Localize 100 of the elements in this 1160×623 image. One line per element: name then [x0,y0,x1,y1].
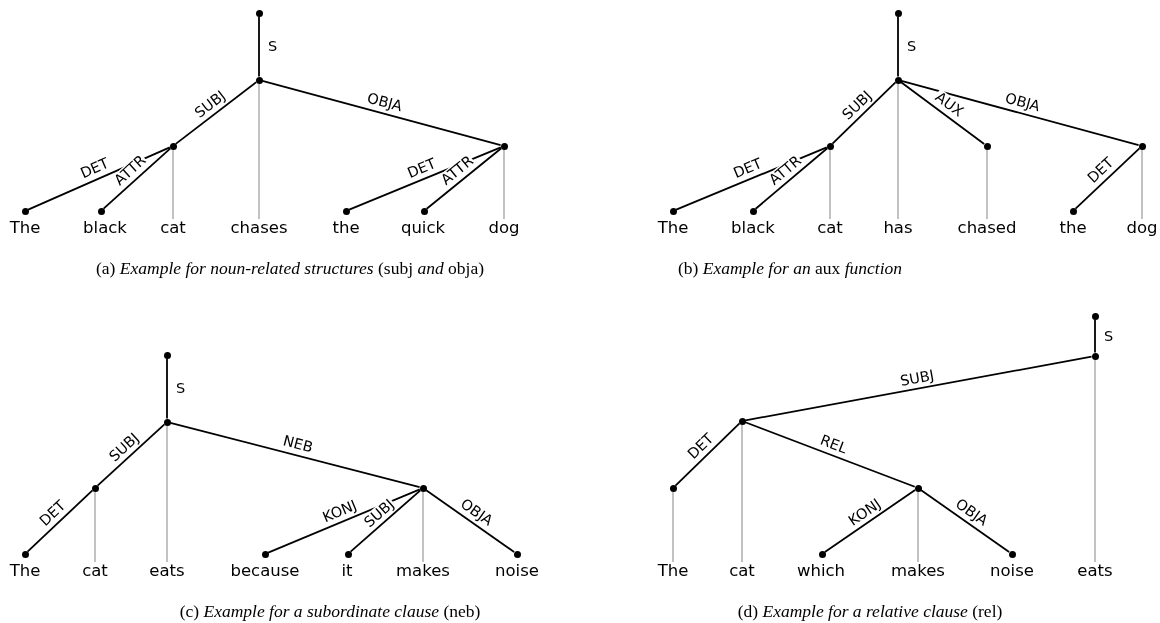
node-dot [255,76,263,84]
word-label: chased [957,219,1017,238]
node-dot [983,142,991,150]
dependency-edge [674,422,741,487]
word-label: chases [230,219,288,238]
figure-caption: (d) Example for a relative clause (rel) [737,601,1003,622]
word-label: noise [990,562,1034,581]
projection-line [503,148,505,220]
dependency-edge [900,80,1140,146]
word-label: The [657,219,689,238]
word-label: cat [729,562,755,581]
dependency-edge [897,15,899,78]
dependency-edge [169,421,421,489]
projection-line [1141,148,1143,220]
edge-label: S [267,39,279,54]
node-dot [419,484,427,492]
node-dot [169,142,177,150]
word-label: The [9,562,41,581]
node-dot [818,550,826,558]
word-label: which [796,562,846,581]
dependency-edge [919,489,1011,553]
node-dot [1069,207,1077,215]
node-dot [342,207,350,215]
word-label: the [332,219,360,238]
node-dot [669,207,677,215]
word-label: black [83,219,127,238]
projection-line [741,423,743,563]
dependency-edge [258,15,260,78]
node-dot [894,76,902,84]
dependency-edge [261,80,502,146]
word-label: dog [1126,219,1158,238]
word-label: eats [149,562,185,581]
dependency-edge [424,489,516,553]
dependency-edge [744,355,1093,422]
projection-line [986,148,988,220]
word-label: it [341,562,353,581]
projection-line [94,490,96,563]
figure-caption: (b) Example for an aux function [677,258,903,279]
node-dot [91,484,99,492]
dependency-edge [349,489,422,553]
dependency-edge [26,489,94,553]
word-label: The [657,562,689,581]
dependency-edge [899,81,986,145]
word-label: eats [1077,562,1113,581]
word-label: cat [160,219,186,238]
edge-label: S [1103,328,1115,343]
edge-label: S [906,39,918,54]
node-dot [1138,142,1146,150]
projection-line [829,148,831,220]
word-label: dog [488,219,520,238]
node-dot [344,550,352,558]
projection-line [422,490,424,563]
projection-line [258,82,260,220]
dependency-edge [425,147,503,210]
figure-caption: (c) Example for a subordinate clause (neb) [179,601,481,622]
word-label: noise [495,562,539,581]
dependency-edge [174,81,258,145]
word-label: makes [396,562,450,581]
dependency-edge [1094,318,1096,354]
node-dot [21,207,29,215]
node-dot [1091,352,1099,360]
word-label: black [731,219,775,238]
edge-label: S [175,381,187,396]
node-dot [738,417,746,425]
node-dot [500,142,508,150]
dependency-edge [96,423,166,487]
word-label: the [1059,219,1087,238]
dependency-edge [754,147,829,210]
node-dot [914,484,922,492]
dependency-edge [102,147,172,210]
word-label: makes [891,562,945,581]
edge-label: AUX [931,88,967,120]
figure-caption: (a) Example for noun-related structures (subj and obja) [96,258,484,279]
dependency-edge [744,421,916,488]
node-dot [1091,312,1099,320]
word-label: because [230,562,300,581]
projection-line [172,148,174,220]
word-label: The [9,219,41,238]
word-label: has [883,219,913,238]
dependency-edge [1074,147,1141,210]
node-dot [513,550,521,558]
node-dot [261,550,269,558]
node-dot [255,9,263,17]
node-dot [420,207,428,215]
node-dot [669,484,677,492]
projection-line [917,490,919,563]
edge-label: SUBJ [897,367,936,389]
node-dot [21,550,29,558]
word-label: cat [82,562,108,581]
node-dot [826,142,834,150]
node-dot [97,207,105,215]
node-dot [163,418,171,426]
node-dot [749,207,757,215]
word-label: cat [817,219,843,238]
projection-line [166,424,168,563]
dependency-edge [824,489,916,553]
node-dot [894,9,902,17]
projection-line [897,82,899,220]
word-label: quick [400,219,446,238]
projection-line [672,490,674,563]
